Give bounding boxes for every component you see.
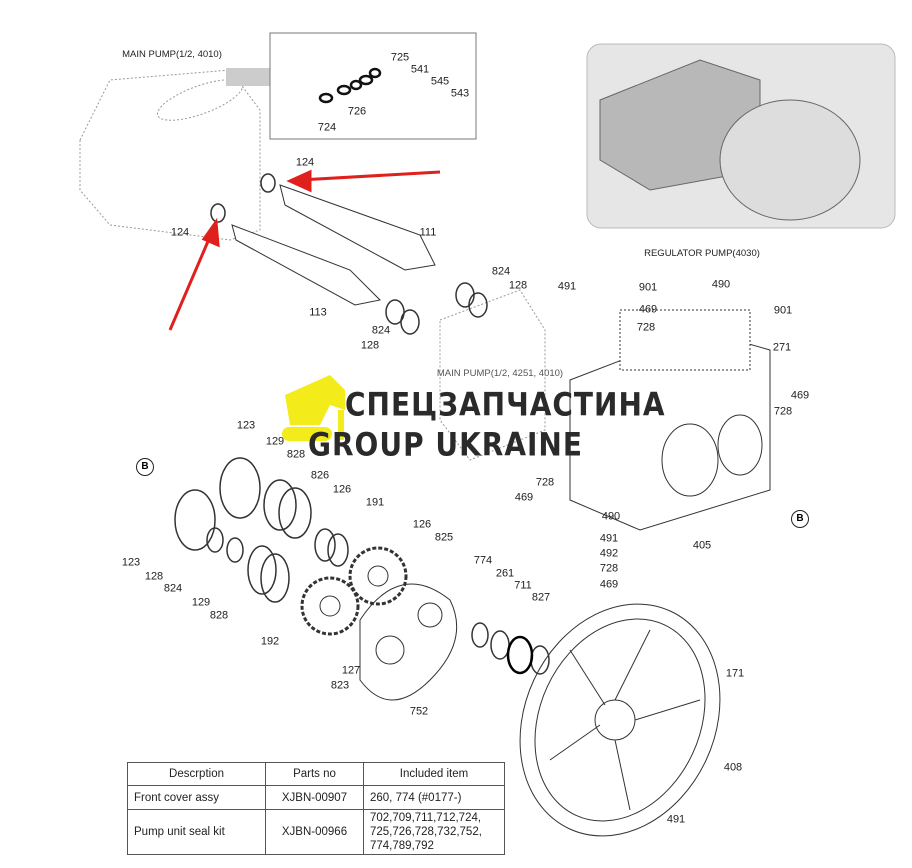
part-callout: 271: [772, 341, 792, 354]
plate-752: [359, 583, 458, 701]
flywheel-cover-171: [519, 603, 721, 837]
part-callout: 491: [599, 532, 619, 545]
part-callout: 490: [711, 278, 731, 291]
title-main-pump-2: MAIN PUMP(1/2, 4251, 4010): [436, 368, 564, 379]
part-callout: 171: [725, 667, 745, 680]
part-callout: 113: [309, 306, 327, 319]
part-callout: 728: [599, 562, 619, 575]
part-callout: 901: [638, 281, 658, 294]
part-callout: 543: [450, 87, 470, 100]
part-callout: 192: [260, 635, 280, 648]
part-callout: 126: [412, 518, 432, 531]
title-main-pump: MAIN PUMP(1/2, 4010): [122, 49, 222, 60]
cell: XJBN-00907: [265, 785, 364, 810]
part-callout: 711: [514, 579, 532, 592]
col-header: Included item: [363, 762, 505, 786]
watermark-logo: [282, 375, 345, 441]
o-rings-inset: [318, 67, 382, 104]
part-callout: 126: [332, 483, 352, 496]
section-marker-b: B: [791, 510, 809, 528]
part-callout: 469: [599, 578, 619, 591]
part-callout: 129: [191, 596, 211, 609]
title-regulator-pump: REGULATOR PUMP(4030): [644, 248, 760, 259]
part-callout: 492: [599, 547, 619, 560]
section-marker-b: B: [136, 458, 154, 476]
rings: [174, 173, 550, 675]
cell: 260, 774 (#0177-): [363, 785, 505, 810]
cell: Pump unit seal kit: [127, 809, 266, 855]
part-callout: 826: [310, 469, 330, 482]
col-header: Descrption: [127, 762, 266, 786]
part-callout: 901: [773, 304, 793, 317]
part-callout: 469: [514, 491, 534, 504]
col-header: Parts no: [265, 762, 364, 786]
part-callout: 469: [790, 389, 810, 402]
cell: 702,709,711,712,724, 725,726,728,732,752…: [363, 809, 505, 855]
part-callout: 128: [508, 279, 528, 292]
part-callout: 123: [121, 556, 141, 569]
watermark-line1: СПЕЦЗАПЧАСТИНА: [345, 385, 666, 424]
watermark-line2: GROUP UKRAINE: [308, 425, 583, 464]
callout-pointer: [226, 68, 270, 86]
part-callout: 728: [535, 476, 555, 489]
shafts: [231, 184, 436, 306]
part-callout: 824: [371, 324, 391, 337]
part-callout: 724: [317, 121, 337, 134]
part-callout: 124: [295, 156, 315, 169]
part-callout: 824: [491, 265, 511, 278]
part-callout: 261: [495, 567, 515, 580]
part-callout: 828: [286, 448, 306, 461]
part-callout: 127: [341, 664, 361, 677]
part-callout: 545: [430, 75, 450, 88]
part-callout: 824: [163, 582, 183, 595]
o-ring-711: [506, 635, 534, 675]
part-callout: 726: [347, 105, 367, 118]
part-callout: 469: [638, 303, 658, 316]
part-callout: 491: [666, 813, 686, 826]
part-callout: 827: [531, 591, 551, 604]
part-callout: 490: [601, 510, 621, 523]
red-arrows: [168, 169, 441, 331]
detail-inset: [269, 32, 477, 140]
part-callout: 405: [692, 539, 712, 552]
part-callout: 728: [773, 405, 793, 418]
part-callout: 128: [144, 570, 164, 583]
part-callout: 725: [390, 51, 410, 64]
part-callout: 728: [636, 321, 656, 334]
part-callout: 541: [410, 63, 430, 76]
part-callout: 408: [723, 761, 743, 774]
part-callout: 825: [434, 531, 454, 544]
part-callout: 774: [473, 554, 493, 567]
part-callout: 191: [365, 496, 385, 509]
part-callout: 128: [360, 339, 380, 352]
gears: [300, 546, 408, 636]
part-callout: 111: [419, 226, 437, 239]
pump-photo-shape: [599, 59, 861, 221]
part-callout: 129: [265, 435, 285, 448]
part-callout: 828: [209, 609, 229, 622]
part-callout: 123: [236, 419, 256, 432]
part-callout: 823: [330, 679, 350, 692]
part-callout: 752: [409, 705, 429, 718]
part-callout: 124: [170, 226, 190, 239]
cell: Front cover assy: [127, 785, 266, 810]
pump-body: [569, 309, 771, 531]
part-callout: 491: [557, 280, 577, 293]
cell: XJBN-00966: [265, 809, 364, 855]
